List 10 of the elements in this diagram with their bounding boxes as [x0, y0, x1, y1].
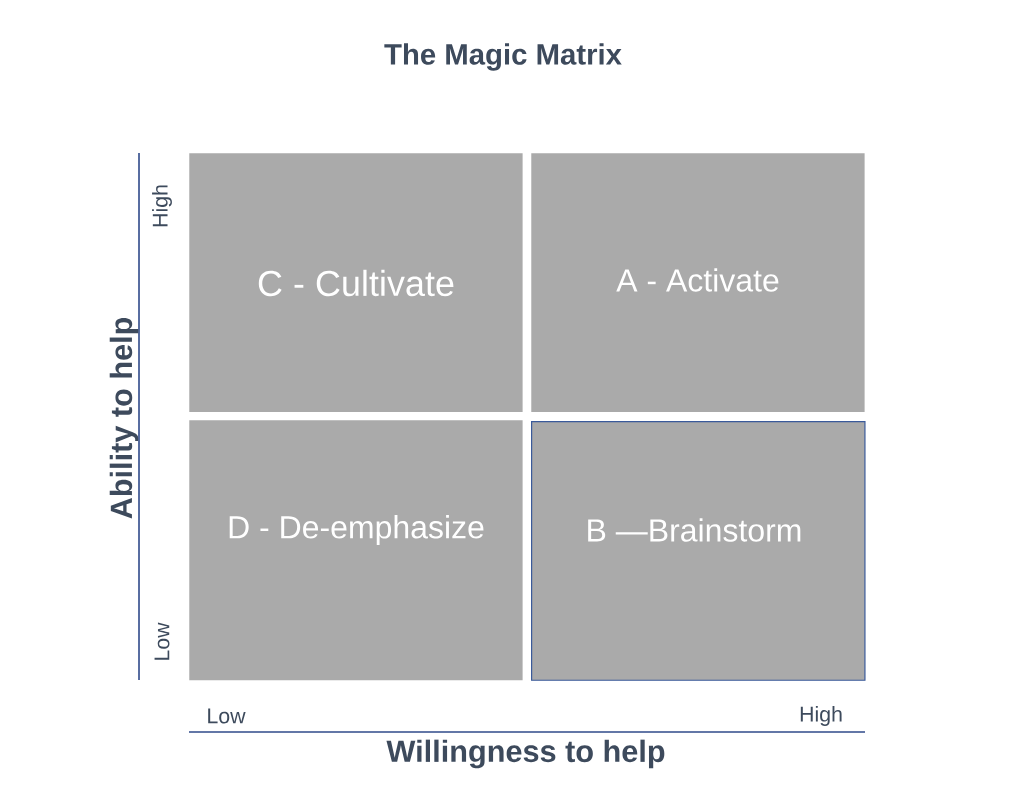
axis-title: Willingness to help [386, 739, 665, 769]
quadrant-box: A - Activate [531, 153, 865, 412]
axis-tick-label: Low [154, 622, 170, 660]
axis-tick-label: High [800, 706, 842, 726]
quadrant-box: D - De-emphasize [189, 420, 523, 681]
axis-title: Ability to help [109, 317, 139, 519]
title: The Magic Matrix [384, 43, 622, 71]
quadrant-box: C - Cultivate [189, 153, 523, 412]
quadrant-box: B —Brainstorm [531, 421, 866, 681]
axis-tick-label: Low [208, 708, 246, 724]
